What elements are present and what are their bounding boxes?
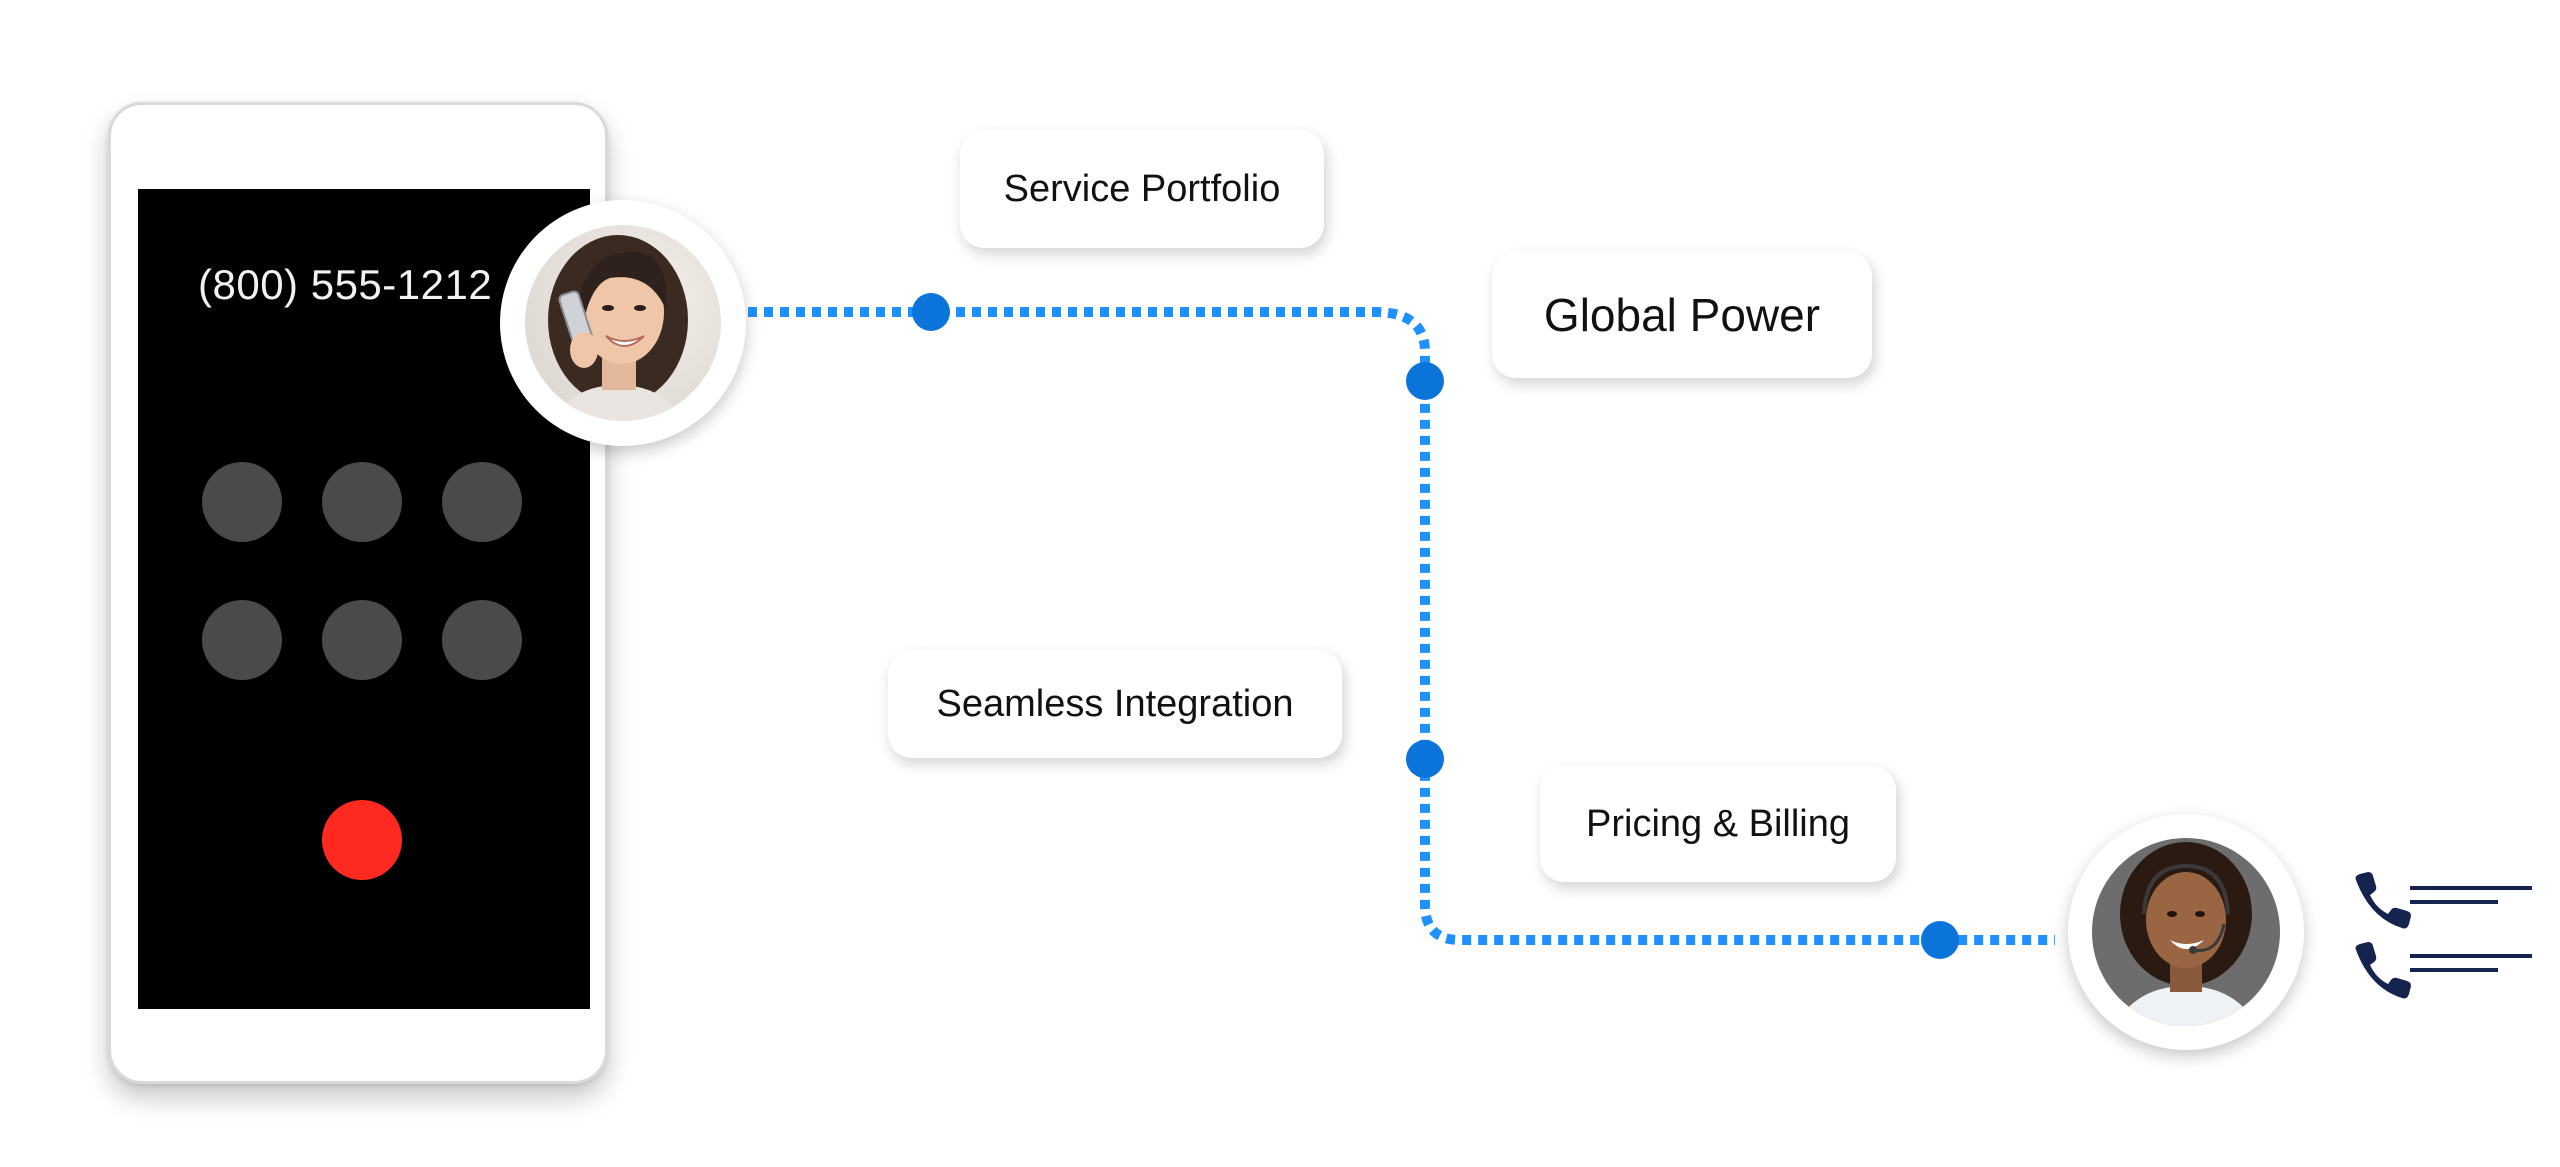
callout-label: Seamless Integration	[936, 682, 1294, 725]
node-global-power	[1406, 362, 1444, 400]
keypad-key[interactable]	[202, 600, 282, 680]
callout-global-power: Global Power	[1492, 252, 1872, 378]
keypad-key[interactable]	[202, 462, 282, 542]
keypad-key[interactable]	[322, 462, 402, 542]
caller-avatar	[500, 200, 746, 446]
callout-label: Pricing & Billing	[1586, 802, 1850, 845]
node-service-portfolio	[912, 293, 950, 331]
callout-service-portfolio: Service Portfolio	[960, 130, 1324, 248]
end-call-button[interactable]	[322, 800, 402, 880]
node-seamless-integration	[1406, 740, 1444, 778]
callout-label: Service Portfolio	[1003, 167, 1281, 210]
callout-label: Global Power	[1543, 289, 1821, 341]
keypad-key[interactable]	[442, 462, 522, 542]
agent-avatar	[2068, 814, 2304, 1050]
callout-seamless-integration: Seamless Integration	[888, 650, 1342, 758]
callout-pricing-billing: Pricing & Billing	[1540, 766, 1896, 882]
phone-icon	[2355, 942, 2532, 999]
phone-number: (800) 555-1212	[198, 261, 493, 308]
phone-icon	[2355, 872, 2532, 929]
keypad-key[interactable]	[322, 600, 402, 680]
node-pricing-billing	[1921, 921, 1959, 959]
keypad-key[interactable]	[442, 600, 522, 680]
